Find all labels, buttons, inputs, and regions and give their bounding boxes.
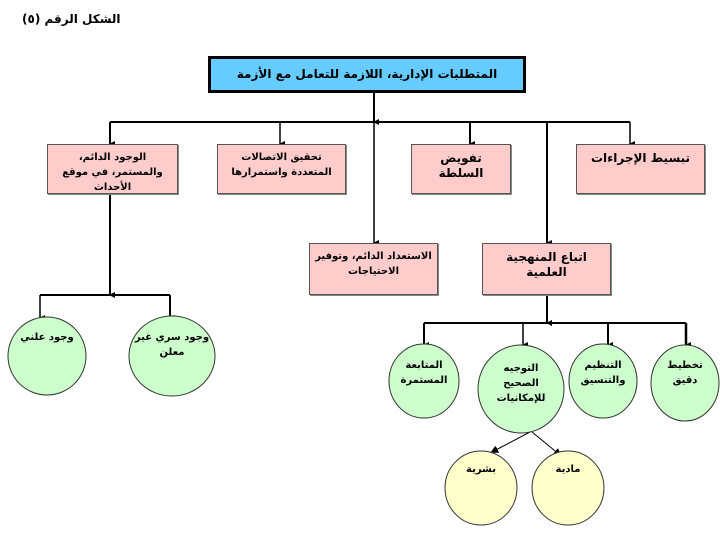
box-communications: تحقيق الاتصالات المتعددة واستمرارها (217, 144, 346, 194)
box-label: الوجود الدائم، والمستمر، في موقع الأحداث (62, 152, 163, 193)
root-box: المتطلبات الإدارية، اللازمة للتعامل مع ا… (208, 56, 526, 93)
box-label: تبسيط الإجراءات (590, 151, 691, 165)
root-label: المتطلبات الإدارية، اللازمة للتعامل مع ا… (236, 67, 498, 81)
box-label: اتباع المنهجية العلمية (506, 250, 587, 279)
circle-label: مادية (555, 464, 581, 475)
circle-direction (477, 344, 565, 434)
circle-secret-presence (128, 315, 216, 397)
box-scientific-method: اتباع المنهجية العلمية (482, 243, 611, 295)
circle-label: وجود سري غير معلن (134, 332, 210, 358)
box-delegation: تفويض السلطة (411, 144, 511, 194)
circle-label: التنظيم والتنسيق (580, 360, 626, 386)
circle-label: التوجيه الصحيح للإمكانيات (496, 363, 546, 404)
circle-follow-up (388, 343, 460, 419)
circle-label: المتابعة المستمرة (400, 360, 448, 386)
circle-label: وجود علني (20, 332, 74, 343)
box-label: تحقيق الاتصالات المتعددة واستمرارها (231, 152, 332, 178)
circle-public-presence (7, 316, 87, 396)
circle-label: تخطيط دقيق (667, 360, 703, 386)
box-label: الاستعداد الدائم، وتوفير الاحتياجات (315, 251, 432, 277)
circle-human (444, 450, 518, 526)
box-presence: الوجود الدائم، والمستمر، في موقع الأحداث (47, 144, 178, 194)
box-preparedness: الاستعداد الدائم، وتوفير الاحتياجات (309, 243, 438, 295)
box-label: تفويض السلطة (438, 151, 484, 180)
circle-organizing (568, 343, 638, 419)
figure-caption: الشكل الرقم (٥) (22, 12, 121, 26)
circle-material (531, 450, 605, 526)
circle-label: بشرية (466, 464, 496, 475)
box-simplify-procedures: تبسيط الإجراءات (576, 144, 705, 194)
circle-planning (650, 344, 720, 422)
